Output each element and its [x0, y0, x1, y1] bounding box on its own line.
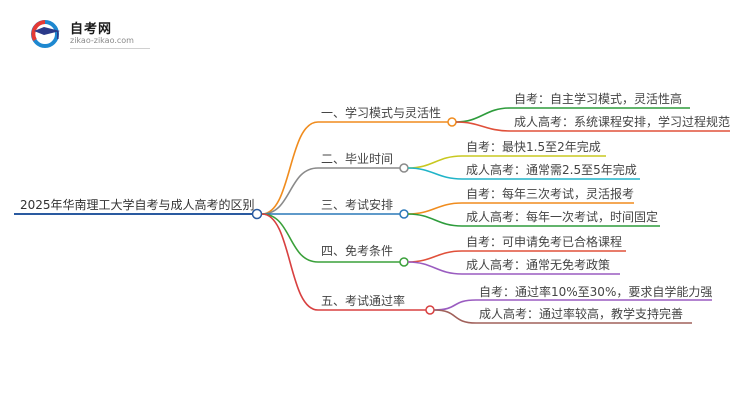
branch-node-2: [399, 163, 409, 173]
leaf-connector-3-2: [407, 213, 660, 227]
branch-node-5: [425, 305, 435, 315]
leaf-label-3-1: 自考：每年三次考试，灵活报考: [466, 187, 635, 201]
leaf-connector-1-1: [455, 107, 690, 123]
leaf-label-1-2: 成人高考：系统课程安排，学习过程规范: [514, 115, 731, 129]
leaf-label-4-1: 自考：可申请免考已合格课程: [466, 235, 623, 249]
leaf-connector-5-2: [433, 309, 692, 324]
leaf-connector-2-2: [407, 167, 640, 180]
leaf-label-2-1: 自考：最快1.5至2年完成: [466, 140, 601, 154]
leaf-label-3-2: 成人高考：每年一次考试，时间固定: [466, 210, 659, 224]
root-node: [251, 208, 263, 220]
branch-label-4: 四、免考条件: [321, 244, 394, 258]
branch-connector-4: [261, 213, 400, 263]
branch-connector-1: [261, 121, 448, 215]
leaf-connector-2-1: [407, 155, 606, 169]
graduation-cap-logo-icon: [31, 20, 60, 48]
root-node-label: 2025年华南理工大学自考与成人高考的区别: [20, 198, 255, 212]
site-logo[interactable]: 自考网 zikao-zikao.com: [30, 18, 150, 52]
branch-connector-5: [261, 213, 426, 311]
branch-label-3: 三、考试安排: [321, 198, 394, 212]
leaf-label-4-2: 成人高考：通常无免考政策: [466, 258, 611, 272]
leaf-label-5-2: 成人高考：通过率较高，教学支持完善: [479, 307, 684, 321]
branch-connector-2: [261, 167, 400, 215]
branch-node-4: [399, 257, 409, 267]
leaf-connector-4-2: [407, 261, 620, 275]
branch-node-3: [399, 209, 409, 219]
leaf-label-5-1: 自考：通过率10%至30%，要求自学能力强: [479, 285, 713, 299]
branch-label-2: 二、毕业时间: [321, 152, 394, 166]
logo-domain: zikao-zikao.com: [70, 36, 134, 45]
leaf-connector-1-2: [455, 121, 730, 132]
leaf-label-1-1: 自考：自主学习模式，灵活性高: [514, 92, 683, 106]
logo-divider: [70, 48, 150, 49]
branch-label-1: 一、学习模式与灵活性: [321, 106, 442, 120]
logo-name: 自考网: [70, 22, 113, 37]
leaf-label-2-2: 成人高考：通常需2.5至5年完成: [466, 163, 637, 177]
branch-node-1: [447, 117, 457, 127]
branch-label-5: 五、考试通过率: [321, 294, 406, 308]
